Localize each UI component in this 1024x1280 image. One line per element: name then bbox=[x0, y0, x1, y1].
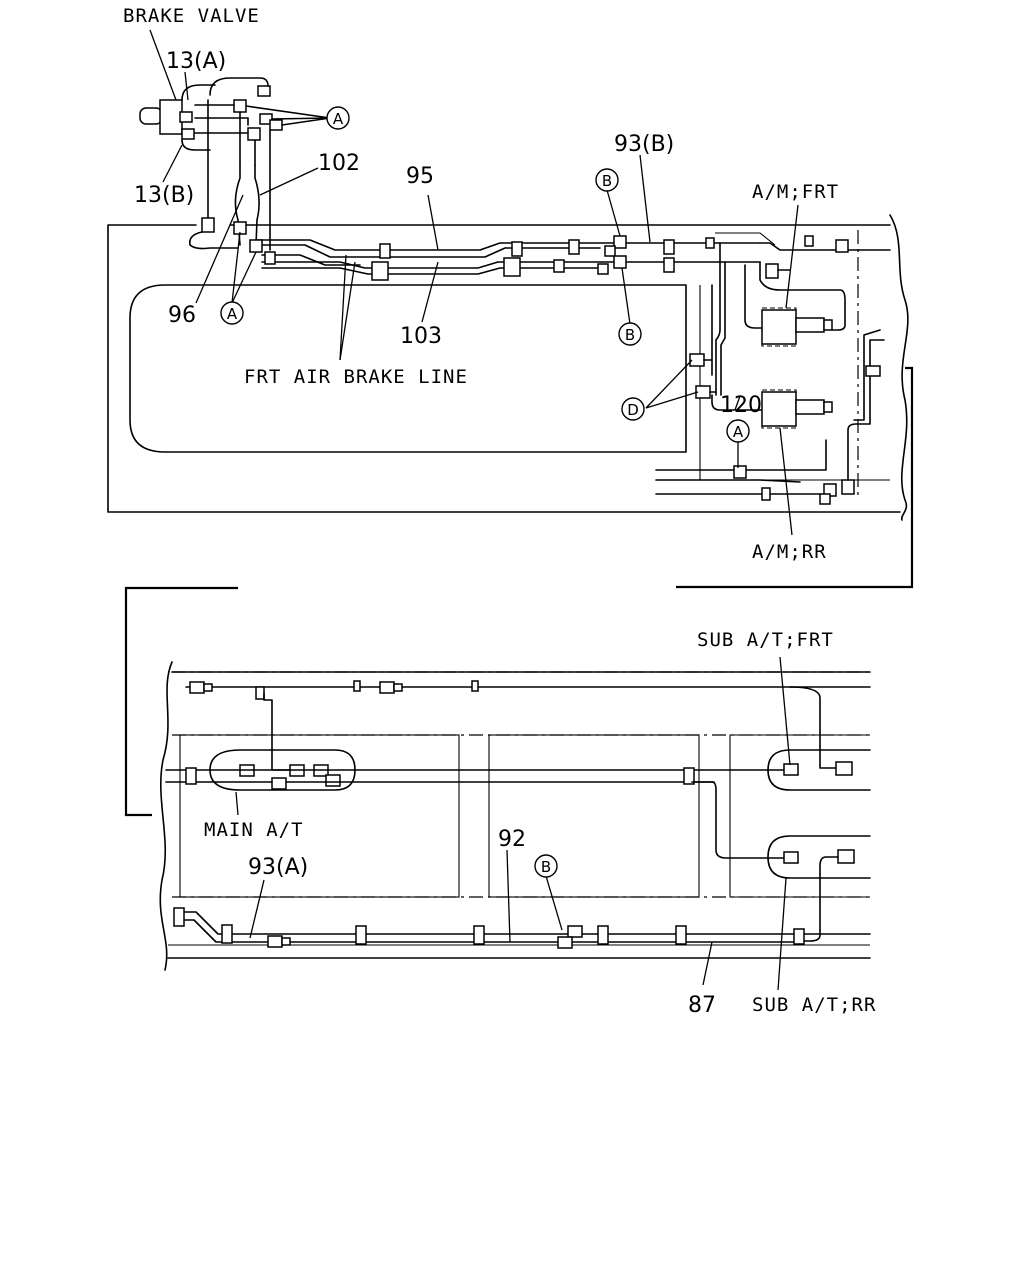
lower-frame bbox=[159, 661, 871, 971]
callout-b-bottom: B bbox=[534, 854, 558, 878]
svg-text:B: B bbox=[541, 858, 551, 876]
sub-at-rr-label: SUB A/T;RR bbox=[752, 994, 876, 1016]
brake-valve bbox=[139, 77, 331, 251]
callout-a-brake-valve: A bbox=[326, 106, 350, 130]
frt-air-brake-line-label: FRT AIR BRAKE LINE bbox=[244, 366, 468, 388]
front-air-brake-lines bbox=[233, 221, 761, 281]
main-at-label: MAIN A/T bbox=[204, 819, 304, 841]
part-103-label: 103 bbox=[400, 324, 442, 349]
callout-a-left: A bbox=[220, 301, 244, 325]
part-labels: BRAKE VALVE 13(A) 13(B) 102 95 93(B) A/M… bbox=[123, 5, 876, 1018]
svg-text:A: A bbox=[733, 423, 744, 441]
callout-d: D bbox=[621, 397, 645, 421]
view-connector-bracket bbox=[124, 366, 914, 817]
part-120-label: 120 bbox=[720, 393, 762, 418]
leader-lines bbox=[149, 29, 799, 991]
am-frt-label: A/M;FRT bbox=[752, 181, 839, 203]
part-13b-label: 13(B) bbox=[134, 183, 194, 208]
part-87-label: 87 bbox=[688, 993, 716, 1018]
part-102-label: 102 bbox=[318, 151, 360, 176]
part-93a-label: 93(A) bbox=[248, 855, 308, 880]
callout-b-lower: B bbox=[618, 322, 642, 346]
brake-valve-label: BRAKE VALVE bbox=[123, 5, 260, 27]
callout-b-upper: B bbox=[595, 168, 619, 192]
lower-lines bbox=[165, 680, 871, 949]
callout-a-right: A bbox=[726, 419, 750, 443]
callout-markers: A B A B D A B bbox=[220, 106, 750, 878]
svg-text:B: B bbox=[625, 326, 635, 344]
part-92-label: 92 bbox=[498, 827, 526, 852]
relay-valve-area bbox=[655, 230, 891, 505]
part-95-label: 95 bbox=[406, 164, 434, 189]
sub-at-frt-label: SUB A/T;FRT bbox=[697, 629, 834, 651]
part-96-label: 96 bbox=[168, 303, 196, 328]
svg-text:B: B bbox=[602, 172, 612, 190]
svg-text:A: A bbox=[333, 110, 344, 128]
part-13a-label: 13(A) bbox=[166, 49, 226, 74]
svg-text:D: D bbox=[627, 401, 639, 419]
am-rr-label: A/M;RR bbox=[752, 541, 827, 563]
part-93b-label: 93(B) bbox=[614, 132, 674, 157]
svg-text:A: A bbox=[227, 305, 238, 323]
